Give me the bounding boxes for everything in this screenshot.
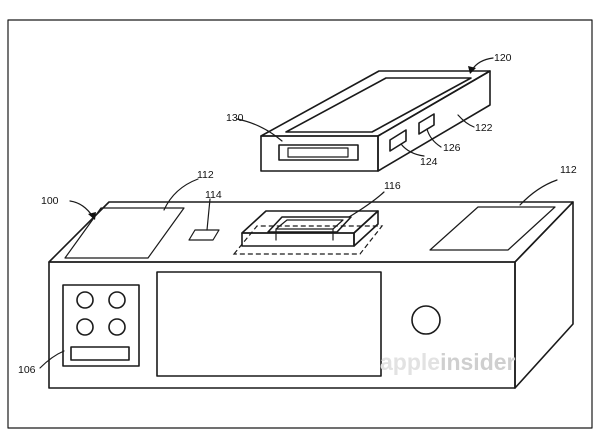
leader-106 <box>39 350 65 369</box>
button-panel <box>62 284 140 367</box>
device-port-b <box>418 113 435 135</box>
leader-100-arrow <box>88 212 96 220</box>
connector-block-side <box>353 210 379 247</box>
ref-label-116: 116 <box>384 180 401 192</box>
top-panel-right <box>429 206 556 251</box>
ref-label-106: 106 <box>18 364 36 376</box>
appleinsider-watermark: appleinsider <box>380 349 516 375</box>
watermark-part2: insider <box>440 349 515 375</box>
ref-label-122: 122 <box>475 122 493 134</box>
device-port-a <box>389 129 407 152</box>
front-display-screen <box>156 271 382 377</box>
ref-label-112-right: 112 <box>560 164 577 176</box>
button-circle <box>76 291 94 309</box>
button-circle <box>108 318 126 336</box>
connector-plug-outer <box>267 216 352 233</box>
watermark-part1: apple <box>380 349 440 375</box>
connector-block-front <box>241 232 355 247</box>
ref-label-124: 124 <box>420 156 438 168</box>
dock-connector-assembly <box>232 210 384 255</box>
leader-lines <box>39 57 558 369</box>
ref-label-114: 114 <box>205 189 222 201</box>
button-panel-frame <box>62 284 140 367</box>
leader-130 <box>236 118 283 142</box>
dashed-recess <box>232 225 384 255</box>
ref-label-120: 120 <box>494 52 512 64</box>
device-connector-inner <box>287 147 349 158</box>
connector-plug-inner <box>275 219 344 230</box>
dock-body <box>48 201 574 389</box>
top-slot <box>188 229 220 241</box>
leader-114 <box>206 198 211 231</box>
leader-120-arrow <box>468 66 476 74</box>
ref-label-112-left: 112 <box>197 169 214 181</box>
leader-124 <box>400 143 425 157</box>
device-side-face <box>377 70 491 172</box>
button-circle <box>108 291 126 309</box>
svg-text:appleinsider: appleinsider <box>380 349 516 375</box>
ref-label-130: 130 <box>226 112 244 124</box>
figure-border <box>7 19 593 429</box>
leader-112-right <box>519 179 558 206</box>
ref-label-126: 126 <box>443 142 461 154</box>
button-panel-display <box>70 346 130 361</box>
leader-122 <box>457 114 475 128</box>
device-screen <box>285 77 472 133</box>
reference-numerals: 120 122 126 124 130 112 112 114 116 100 … <box>18 52 577 376</box>
leader-116 <box>348 191 385 218</box>
portable-device <box>260 70 491 172</box>
top-panel-left <box>64 207 185 259</box>
round-knob <box>411 305 441 335</box>
device-connector-outer <box>278 144 359 161</box>
ref-label-100: 100 <box>41 195 59 207</box>
dock-side-face <box>514 201 574 389</box>
button-circle <box>76 318 94 336</box>
leader-126 <box>426 128 442 148</box>
leader-112-left <box>163 178 199 211</box>
